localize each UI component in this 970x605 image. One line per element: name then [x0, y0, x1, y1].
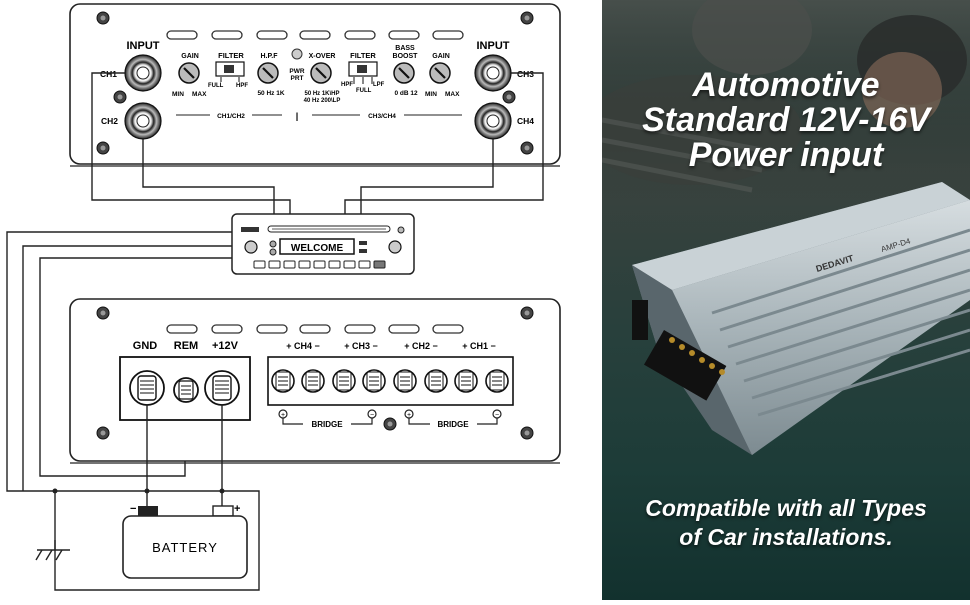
bass-boost-knob[interactable] [393, 62, 415, 84]
terminal-12v[interactable] [204, 370, 240, 406]
boost-label: BOOST [393, 53, 419, 60]
filter-left-hpf: HPF [236, 83, 248, 89]
ch2-speaker-label: + CH2 − [404, 341, 438, 351]
ch4-label: CH4 [517, 116, 534, 126]
gain-right-knob[interactable] [429, 62, 451, 84]
background-people-photo [602, 0, 970, 200]
gain-left-label: GAIN [181, 53, 199, 60]
gain-right-label: GAIN [432, 53, 450, 60]
ch3-label: CH3 [517, 69, 534, 79]
wiring-diagram-svg: INPUT INPUT CH1 CH2 CH3 CH4 GAIN MIN MAX [6, 3, 561, 591]
ground-icon [35, 540, 70, 561]
filter-right-full: FULL [356, 88, 372, 94]
filter-left-switch[interactable] [215, 61, 245, 82]
filter-right-switch[interactable] [348, 61, 378, 84]
battery-positive: + [234, 503, 240, 515]
gnd-label: GND [133, 340, 158, 352]
filter-left-full: FULL [208, 83, 224, 89]
filter-right-hpf: HPF [341, 82, 353, 88]
ch1-label: CH1 [100, 69, 117, 79]
ch2-label: CH2 [101, 116, 118, 126]
hpf-label: H.P.F [261, 53, 279, 60]
gain-left-max: MAX [192, 91, 207, 98]
vent-slots [166, 30, 464, 40]
pwr-label: PWR [289, 68, 304, 75]
amplifier-top: INPUT INPUT CH1 CH2 CH3 CH4 GAIN MIN MAX [69, 3, 561, 167]
rca-jack-ch1[interactable] [124, 54, 162, 92]
power-led-icon [291, 48, 303, 60]
input-right-label: INPUT [477, 40, 510, 52]
gain-left-knob[interactable] [178, 62, 200, 84]
filter-right-label: FILTER [350, 51, 376, 60]
battery: − + BATTERY [122, 503, 248, 579]
wiring-diagram: INPUT INPUT CH1 CH2 CH3 CH4 GAIN MIN MAX [6, 3, 561, 591]
xover-label: X-OVER [309, 53, 336, 60]
battery-negative: − [130, 503, 136, 515]
headline: Automotive Standard 12V-16V Power input [602, 68, 970, 173]
amplifier-bottom: GND REM +12V + CH4 − + CH3 − + CH2 − + C… [69, 298, 561, 464]
bridge-right-label: BRIDGE [437, 420, 469, 429]
subline: Compatible with all Types of Car install… [602, 494, 970, 552]
preset-buttons[interactable] [253, 260, 386, 269]
bass-label: BASS [395, 45, 415, 52]
gain-left-min: MIN [172, 91, 184, 98]
bridge-right-minus: − [495, 412, 499, 419]
bridge-right-plus: + [407, 412, 411, 419]
subline-line-2: of Car installations. [679, 524, 893, 550]
bridge-markers [278, 409, 502, 425]
ch1-speaker-label: + CH1 − [462, 341, 496, 351]
screw-icon [96, 306, 534, 440]
eject-knob-icon[interactable] [388, 240, 402, 254]
input-left-label: INPUT [127, 40, 160, 52]
promo-background: DEDAVIT AMP-D4 [602, 0, 970, 455]
group-ch3-ch4: CH3/CH4 [368, 113, 396, 120]
bridge-left-minus: − [370, 412, 374, 419]
volume-knob-icon[interactable] [244, 240, 258, 254]
speaker-terminals[interactable] [271, 369, 509, 393]
headline-line-3: Power input [688, 136, 884, 174]
rca-jack-ch2[interactable] [124, 102, 162, 140]
gain-right-max: MAX [445, 91, 460, 98]
terminal-gnd[interactable] [129, 370, 165, 406]
hpf-range: 50 Hz 1K [257, 90, 284, 97]
group-ch1-ch2: CH1/CH2 [217, 113, 245, 120]
bridge-left-plus: + [281, 412, 285, 419]
xover-knob[interactable] [310, 62, 332, 84]
plus12v-label: +12V [212, 340, 239, 352]
subline-line-1: Compatible with all Types [645, 495, 927, 521]
boost-range: 0 dB 12 [394, 90, 418, 97]
prt-label: PRT [291, 75, 304, 82]
rca-jack-ch4[interactable] [474, 102, 512, 140]
xover-range-hp: 50 Hz 1K\HP [304, 91, 339, 97]
rca-jack-ch3[interactable] [474, 54, 512, 92]
gain-right-min: MIN [425, 91, 437, 98]
rca-cables [91, 72, 544, 214]
bridge-left-label: BRIDGE [311, 420, 343, 429]
group-divider: | [296, 111, 299, 121]
promo-panel: DEDAVIT AMP-D4 Automotive Standard 12V-1… [602, 0, 970, 600]
ch4-speaker-label: + CH4 − [286, 341, 320, 351]
head-unit-display: WELCOME [291, 243, 344, 254]
headline-line-2: Standard 12V-16V [642, 101, 930, 139]
vent-slots [166, 324, 464, 334]
terminal-rem[interactable] [173, 377, 199, 403]
xover-range-lp: 40 Hz 200\LP [304, 98, 341, 104]
filter-left-label: FILTER [218, 51, 244, 60]
screw-icon [96, 11, 534, 155]
amplifier-product-image: DEDAVIT AMP-D4 [632, 182, 970, 455]
headline-line-1: Automotive [692, 66, 880, 104]
hpf-knob[interactable] [257, 62, 279, 84]
rem-label: REM [174, 340, 198, 352]
battery-label: BATTERY [152, 540, 218, 555]
ch3-speaker-label: + CH3 − [344, 341, 378, 351]
filter-right-lpf: LPF [373, 82, 385, 88]
head-unit: WELCOME [231, 213, 415, 275]
